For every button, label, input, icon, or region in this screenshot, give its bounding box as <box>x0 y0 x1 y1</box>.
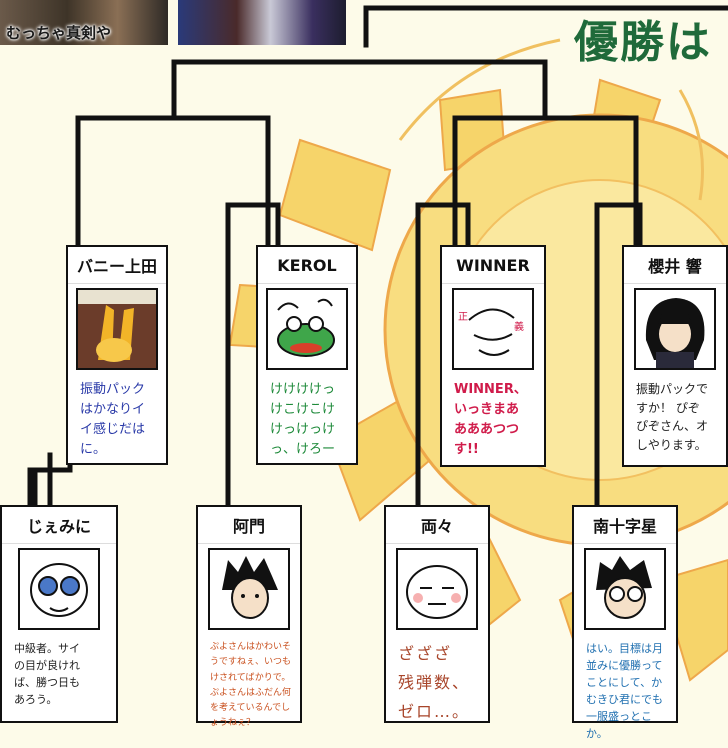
spiky-hair-face-icon <box>208 548 290 630</box>
contestant-card-minami-juujisei: 南十字星 はい。目標は月 並みに優勝って ことにして、か むきひ君にでも 一服盛… <box>572 505 678 740</box>
contestant-card-ryouryou: 両々 ざざざ 残弾数、 ゼロ…。 <box>384 505 490 723</box>
contestant-comment: ぷよさんはかわいそ うですねぇ、いつも けされてばかりで。 ぷよさんはふだん何 … <box>210 642 292 729</box>
svg-text:正: 正 <box>458 312 468 323</box>
contestant-comment: ざざざ 残弾数、 ゼロ…。 <box>398 644 471 721</box>
glasses-face-icon <box>18 548 100 630</box>
round-face-icon <box>396 548 478 630</box>
contestant-name: 南十字星 <box>574 507 676 544</box>
goggles-face-icon <box>584 548 666 630</box>
contestant-card-sakurai-hibiki: 櫻井 響 振動パックで すか！ ぴぞ ぴぞさん、オ しやります。 <box>622 245 728 467</box>
photo-caption: むっちゃ真剣や <box>6 24 112 42</box>
contestant-name: 両々 <box>386 507 488 544</box>
contestant-comment: けけけけっ けこけこけ けっけっけ っ、けろー <box>270 382 336 458</box>
header-photo-left <box>0 0 168 45</box>
page-title: 優勝は <box>574 17 712 68</box>
contestant-comment: はい。目標は月 並みに優勝って ことにして、か むきひ君にでも 一服盛っとこか。 <box>586 642 663 741</box>
contestant-name: KEROL <box>258 247 356 284</box>
header-photo-right <box>178 0 346 45</box>
contestant-card-bunny-ueda: バニー上田 振動パック はかなりイ イ感じだは に。 <box>66 245 168 465</box>
contestant-card-winner: WINNER 正 義 WINNER、 いっきまあ あああつつ す!! <box>440 245 546 467</box>
contestant-name: バニー上田 <box>68 247 166 284</box>
contestant-comment: 中級者。サイ の目が良けれ ば、勝つ日も あろう。 <box>14 642 80 707</box>
dark-hair-face-icon <box>634 288 716 370</box>
contestant-card-kerol: KEROL けけけけっ けこけこけ けっけっけ っ、けろー <box>256 245 358 465</box>
contestant-card-gemini: じぇみに 中級者。サイ の目が良けれ ば、勝つ日も あろう。 <box>0 505 118 723</box>
contestant-name: 櫻井 響 <box>624 247 726 284</box>
contestant-card-amon: 阿門 ぷよさんはかわいそ うですねぇ、いつも けされてばかりで。 ぷよさんはふだ… <box>196 505 302 728</box>
frog-drawing-icon <box>266 288 348 370</box>
bunny-costume-photo-icon <box>76 288 158 370</box>
contestant-name: じぇみに <box>2 507 116 544</box>
sketch-face-icon: 正 義 <box>452 288 534 370</box>
contestant-comment: 振動パックで すか！ ぴぞ ぴぞさん、オ しやります。 <box>636 382 709 452</box>
contestant-comment: WINNER、 いっきまあ あああつつ す!! <box>454 382 527 458</box>
contestant-name: WINNER <box>442 247 544 284</box>
contestant-comment: 振動パック はかなりイ イ感じだは に。 <box>80 382 146 458</box>
svg-text:義: 義 <box>514 320 524 333</box>
contestant-name: 阿門 <box>198 507 300 544</box>
tournament-bracket-lines <box>27 5 728 513</box>
